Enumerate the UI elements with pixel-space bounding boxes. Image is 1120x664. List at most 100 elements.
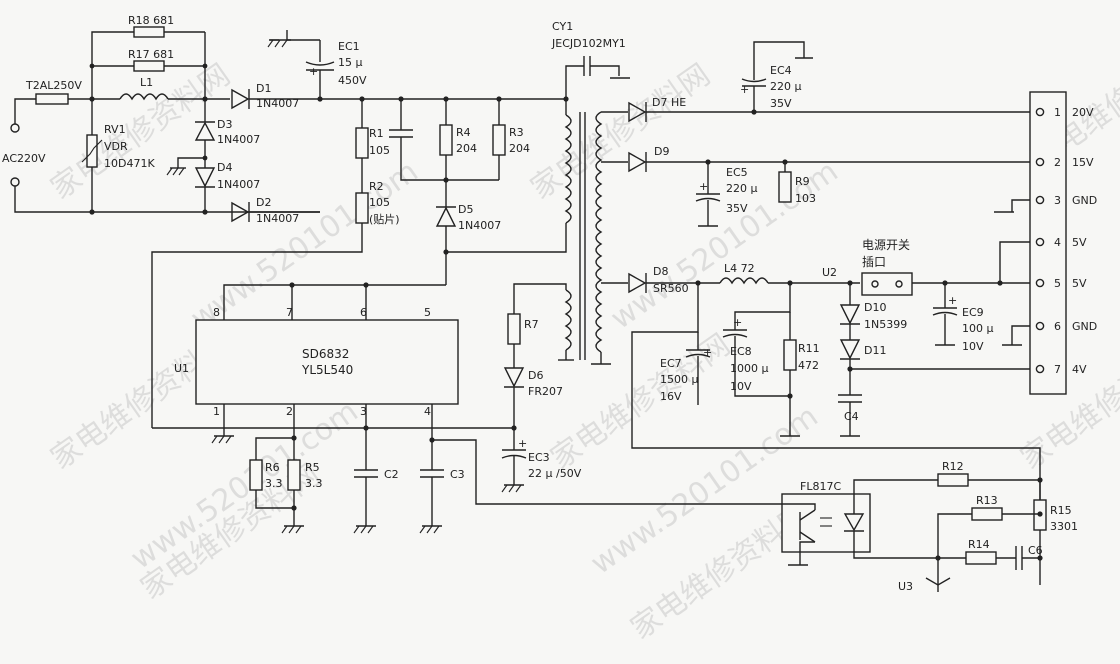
resistor-r2 — [355, 192, 369, 224]
cy1-value: JECJD102MY1 — [551, 37, 626, 50]
l4-label: L4 72 — [724, 262, 755, 275]
ec3-plus: + — [518, 437, 527, 450]
resistor-r13 — [971, 507, 1003, 521]
r9-value: 103 — [795, 192, 816, 205]
d3-value: 1N4007 — [217, 133, 260, 146]
diode-d7 — [628, 101, 647, 123]
ic-pin-8: 8 — [213, 306, 220, 319]
resistor-r18 — [133, 26, 165, 38]
d10-value: 1N5399 — [864, 318, 907, 331]
ec9-label: EC9 — [962, 306, 984, 319]
u2-label-1: 电源开关 — [862, 238, 910, 252]
diode-d6 — [503, 367, 525, 388]
c4-label: C4 — [844, 410, 859, 423]
cy1-label: CY1 — [552, 20, 573, 33]
diode-d3 — [194, 121, 216, 141]
ac-terminal-bottom — [10, 177, 20, 187]
ec4-value: 220 μ — [770, 80, 802, 93]
ec1-volt: 450V — [338, 74, 367, 87]
d8-value: SR560 — [653, 282, 689, 295]
input-section: T2AL250V AC220V RV1 VDR 10D471K R18 681 … — [2, 14, 320, 225]
resistor-r14 — [965, 551, 997, 565]
pin-label-3: GND — [1072, 194, 1097, 207]
inductor-l4 — [719, 277, 769, 285]
l1-label: L1 — [140, 76, 153, 89]
d10-label: D10 — [864, 301, 886, 314]
fuse — [35, 93, 69, 105]
d2-value: 1N4007 — [256, 212, 299, 225]
ic-sd6832 — [195, 319, 459, 405]
r11-label: R11 — [798, 342, 820, 355]
resistor-r9 — [778, 171, 792, 203]
d2-label: D2 — [256, 196, 271, 209]
ec7-label: EC7 — [660, 357, 682, 370]
d4-label: D4 — [217, 161, 232, 174]
d5-label: D5 — [458, 203, 473, 216]
ac-source-label: AC220V — [2, 152, 46, 165]
ic-pin-3: 3 — [360, 405, 367, 418]
r2-label: R2 — [369, 180, 384, 193]
diode-d2 — [231, 201, 250, 223]
ic-pin-5: 5 — [424, 306, 431, 319]
pin-num-2: 2 — [1054, 156, 1061, 169]
fuse-label: T2AL250V — [25, 79, 82, 92]
connector-pin-6 — [1035, 321, 1045, 331]
d9-label: D9 — [654, 145, 669, 158]
aux-supply: R7 D6 FR207 + EC3 22 μ /50V — [501, 313, 582, 493]
pin-num-3: 3 — [1054, 194, 1061, 207]
r14-label: R14 — [968, 538, 990, 551]
opto-label: FL817C — [800, 480, 841, 493]
c6-label: C6 — [1028, 544, 1043, 557]
r9-label: R9 — [795, 175, 810, 188]
ec5-volt: 35V — [726, 202, 748, 215]
resistor-r1 — [355, 127, 369, 159]
resistor-r4 — [439, 124, 453, 156]
pin-label-5: 5V — [1072, 277, 1087, 290]
d3-label: D3 — [217, 118, 232, 131]
connector-pin-4 — [1035, 237, 1045, 247]
r3-label: R3 — [509, 126, 524, 139]
pin-num-6: 6 — [1054, 320, 1061, 333]
u2-label-2: 插口 — [862, 255, 886, 269]
diode-d1 — [231, 88, 250, 110]
r1-value: 105 — [369, 144, 390, 157]
secondary-outputs: D7 HE + EC4 220 μ 35V D9 + EC5 220 μ 35V… — [601, 41, 1041, 500]
ec7-plus: + — [703, 346, 712, 359]
ic-name: SD6832 — [302, 347, 349, 361]
resistor-r6 — [249, 459, 263, 491]
ec4-label: EC4 — [770, 64, 792, 77]
ic-pin-1: 1 — [213, 405, 220, 418]
ec7-volt: 16V — [660, 390, 682, 403]
r17-label: R17 681 — [128, 48, 174, 61]
connector-pin-3 — [1035, 195, 1045, 205]
connector-pin-1 — [1035, 107, 1045, 117]
resistor-r11 — [783, 339, 797, 371]
ec8-label: EC8 — [730, 345, 752, 358]
varistor-ref: RV1 — [104, 123, 126, 136]
connector-pin-2 — [1035, 157, 1045, 167]
inductor-l1 — [119, 93, 169, 101]
ic-u1: U1 SD6832 YL5L540 8 7 6 5 1 2 3 4 — [152, 282, 782, 534]
switch-socket-u2 — [861, 272, 913, 296]
ic-pin-7: 7 — [286, 306, 293, 319]
resistor-r17 — [133, 60, 165, 72]
ec5-plus: + — [699, 180, 708, 193]
ec1-plus: + — [309, 65, 318, 78]
resistor-r3 — [492, 124, 506, 156]
ec5-value: 220 μ — [726, 182, 758, 195]
ec8-value: 1000 μ — [730, 362, 769, 375]
d11-label: D11 — [864, 344, 886, 357]
d6-label: D6 — [528, 369, 543, 382]
capacitor-cy1: CY1 JECJD102MY1 — [551, 20, 630, 102]
diode-d4 — [194, 167, 216, 188]
pin-label-6: GND — [1072, 320, 1097, 333]
feedback-section: FL817C R12 R15 3301 R13 — [781, 460, 1078, 593]
diode-d11 — [839, 339, 861, 360]
r15-value: 3301 — [1050, 520, 1078, 533]
ec1-label: EC1 — [338, 40, 360, 53]
c2-label: C2 — [384, 468, 399, 481]
resistor-r7 — [507, 313, 521, 345]
r2-value: 105 — [369, 196, 390, 209]
ec3-value: 22 μ /50V — [528, 467, 582, 480]
r7-label: R7 — [524, 318, 539, 331]
